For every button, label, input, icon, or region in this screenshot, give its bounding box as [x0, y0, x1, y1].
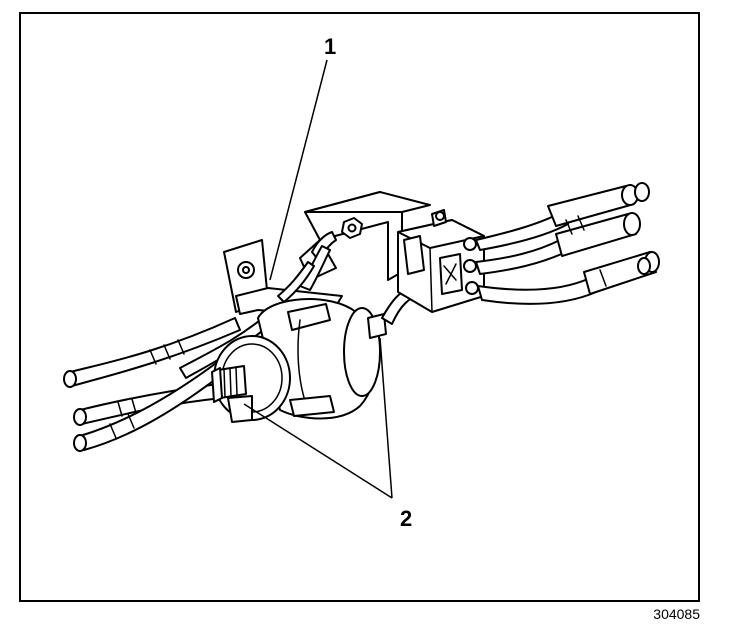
leader-line-2a	[243, 403, 393, 499]
fuel-filter	[211, 298, 387, 423]
quick-connect-block	[397, 209, 485, 313]
callout-label-1: 1	[324, 34, 336, 59]
leader-line-1	[269, 59, 328, 281]
leader-lines	[243, 59, 393, 499]
right-fuel-lines	[475, 182, 660, 305]
figure-number: 304085	[653, 606, 700, 622]
callout-label-2: 2	[400, 506, 412, 531]
left-fuel-lines	[63, 311, 277, 452]
leader-line-2b	[379, 337, 393, 499]
diagram-frame	[19, 12, 700, 602]
